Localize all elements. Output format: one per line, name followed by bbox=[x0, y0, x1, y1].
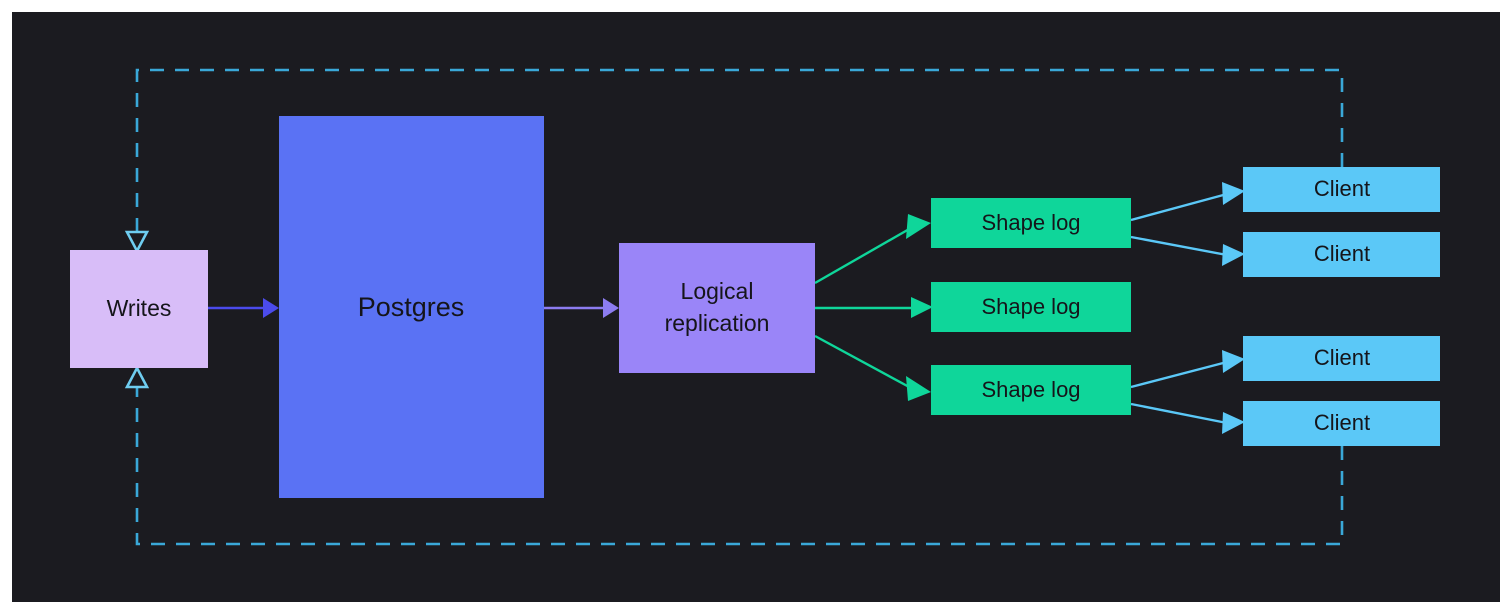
node-shape-log-3-label: Shape log bbox=[981, 377, 1080, 402]
node-client-1-rect[interactable] bbox=[1243, 167, 1440, 212]
arrowhead-right-icon bbox=[1222, 244, 1245, 266]
edge-shape-log-3-to-client-4 bbox=[1130, 402, 1245, 434]
node-shape-log-3-rect[interactable] bbox=[931, 365, 1131, 415]
edge-logical-replication-to-shape-log-2 bbox=[815, 297, 933, 318]
node-shape-log-1[interactable]: Shape log bbox=[931, 198, 1131, 248]
node-client-3[interactable]: Client bbox=[1243, 336, 1440, 381]
edge-postgres-to-logical-replication bbox=[544, 298, 619, 318]
node-writes-label: Writes bbox=[107, 295, 172, 321]
node-writes[interactable]: Writes bbox=[70, 250, 208, 368]
node-client-2-label: Client bbox=[1314, 241, 1370, 266]
edge-client-1-to-writes-loop bbox=[124, 68, 1344, 254]
edge-logical-replication-to-shape-log-1 bbox=[814, 214, 931, 285]
node-shape-log-2[interactable]: Shape log bbox=[931, 282, 1131, 332]
node-client-2-rect[interactable] bbox=[1243, 232, 1440, 277]
node-client-1[interactable]: Client bbox=[1243, 167, 1440, 212]
node-postgres[interactable]: Postgres bbox=[279, 116, 544, 498]
node-client-4[interactable]: Client bbox=[1243, 401, 1440, 446]
node-client-3-label: Client bbox=[1314, 345, 1370, 370]
node-logical-replication-rect[interactable] bbox=[619, 243, 815, 373]
hollow-arrowhead-down-icon bbox=[124, 230, 150, 254]
edge-logical-to-shape-1-line bbox=[814, 226, 912, 285]
node-postgres-rect[interactable] bbox=[279, 116, 544, 498]
edge-client-4-to-writes-loop bbox=[124, 365, 1344, 546]
arrowhead-right-icon bbox=[906, 214, 931, 239]
arrowhead-right-icon bbox=[263, 298, 279, 318]
dashed-loop-top-path bbox=[135, 68, 1344, 232]
edge-shape-1-to-client-1-line bbox=[1130, 192, 1228, 222]
node-logical-replication-label-line1: Logical bbox=[681, 278, 754, 304]
node-logical-replication[interactable]: Logical replication bbox=[619, 243, 815, 373]
dashed-loop-bottom-path bbox=[135, 387, 1344, 546]
node-postgres-label: Postgres bbox=[358, 292, 465, 322]
edge-logical-replication-to-shape-log-3 bbox=[814, 334, 931, 401]
node-client-4-rect[interactable] bbox=[1243, 401, 1440, 446]
node-client-4-label: Client bbox=[1314, 410, 1370, 435]
edge-shape-log-3-to-client-3 bbox=[1130, 350, 1245, 389]
edge-shape-log-1-to-client-1 bbox=[1130, 182, 1245, 222]
node-shape-log-1-label: Shape log bbox=[981, 210, 1080, 235]
arrowhead-right-icon bbox=[1222, 350, 1245, 373]
node-client-2[interactable]: Client bbox=[1243, 232, 1440, 277]
arrowhead-right-icon bbox=[1222, 182, 1245, 205]
edge-shape-3-to-client-4-line bbox=[1130, 402, 1228, 425]
arrowhead-right-icon bbox=[911, 297, 933, 318]
arrowhead-right-icon bbox=[603, 298, 619, 318]
arrowhead-right-icon bbox=[1222, 412, 1245, 434]
edge-shape-3-to-client-3-line bbox=[1130, 360, 1228, 389]
hollow-arrowhead-up-icon bbox=[124, 365, 150, 389]
edge-shape-1-to-client-2-line bbox=[1130, 235, 1228, 257]
node-shape-log-1-rect[interactable] bbox=[931, 198, 1131, 248]
node-logical-replication-label-line2: replication bbox=[665, 310, 770, 336]
node-client-3-rect[interactable] bbox=[1243, 336, 1440, 381]
arrowhead-right-icon bbox=[906, 376, 931, 401]
node-writes-rect[interactable] bbox=[70, 250, 208, 368]
node-shape-log-3[interactable]: Shape log bbox=[931, 365, 1131, 415]
edge-shape-log-1-to-client-2 bbox=[1130, 235, 1245, 266]
edge-writes-to-postgres bbox=[208, 298, 279, 318]
node-client-1-label: Client bbox=[1314, 176, 1370, 201]
node-shape-log-2-label: Shape log bbox=[981, 294, 1080, 319]
node-shape-log-2-rect[interactable] bbox=[931, 282, 1131, 332]
edge-logical-to-shape-3-line bbox=[814, 334, 912, 390]
